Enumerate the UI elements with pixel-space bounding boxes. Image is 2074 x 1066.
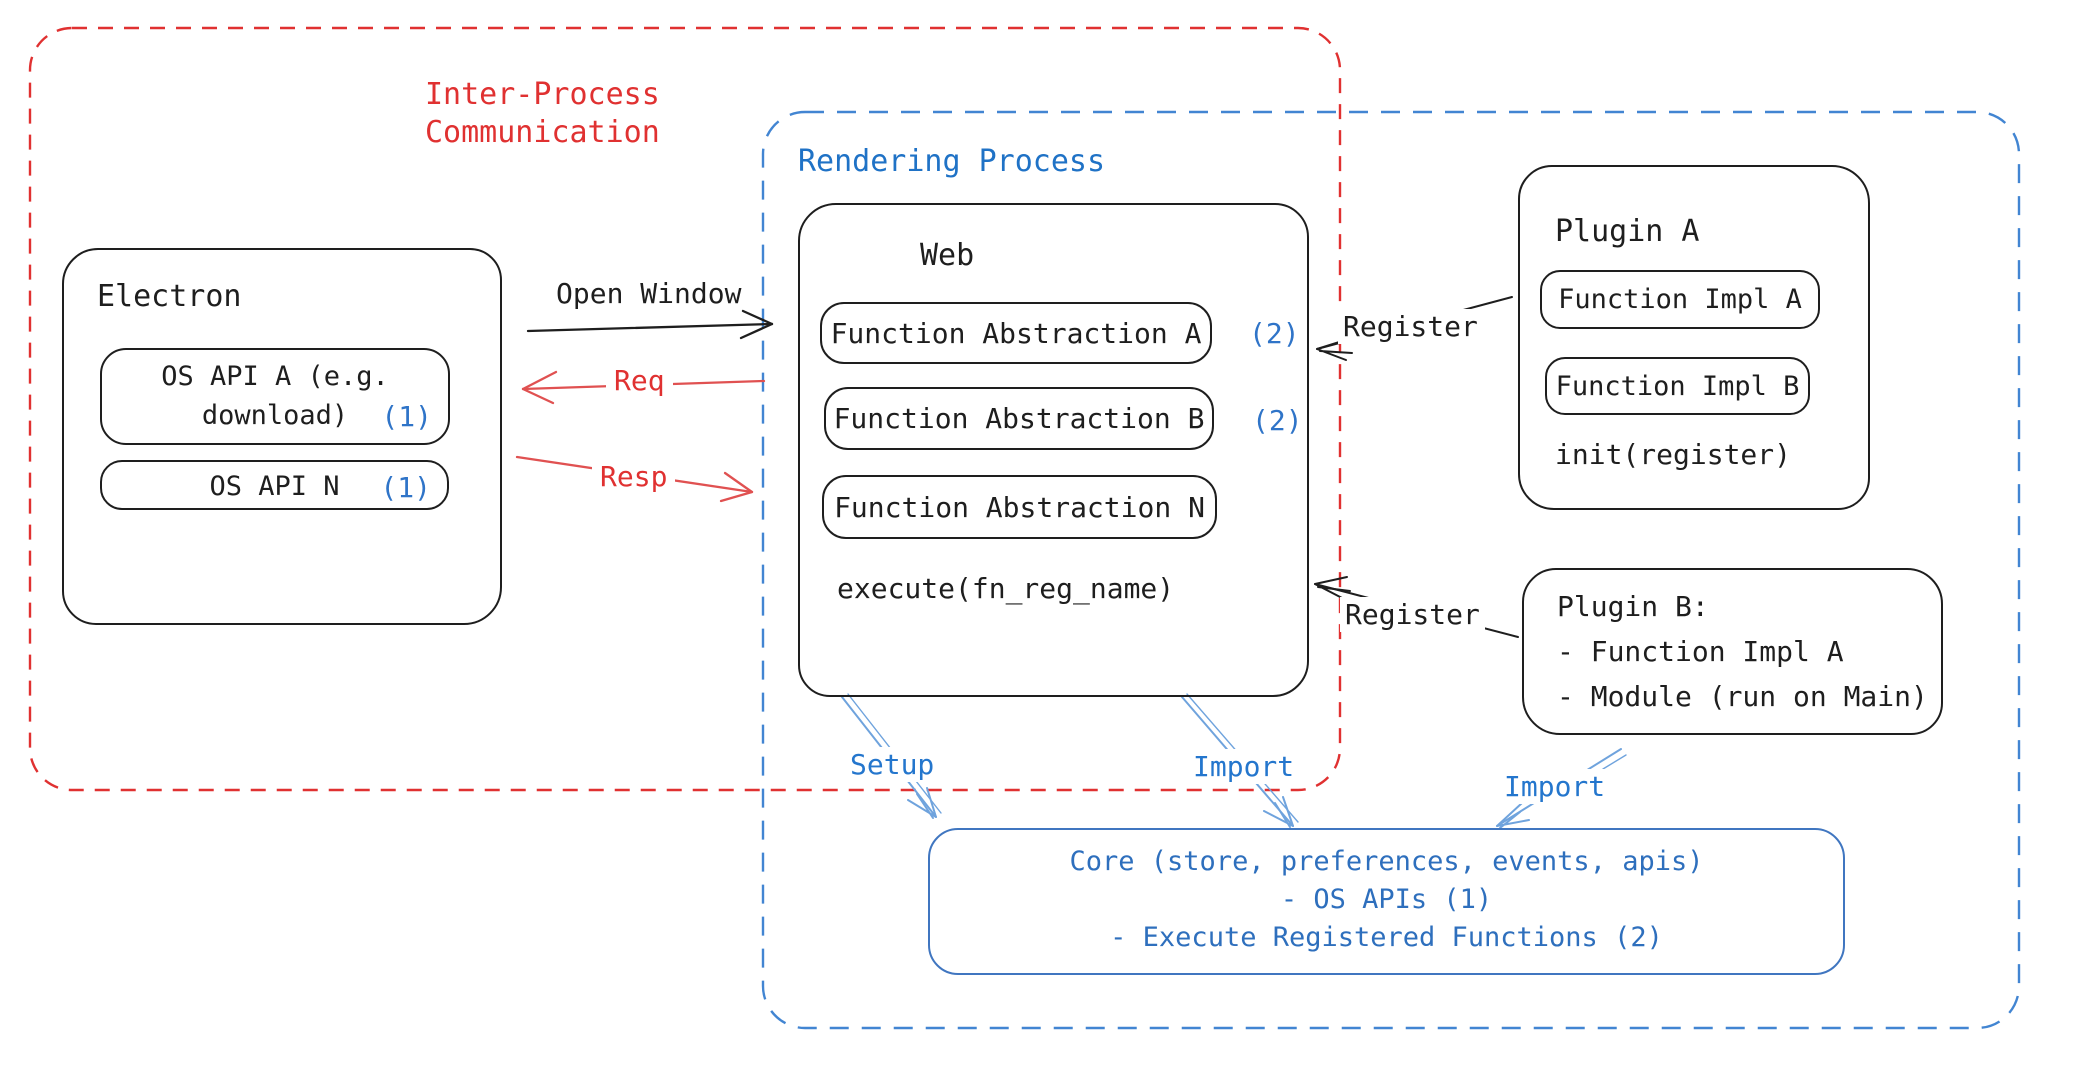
web-title: Web	[920, 238, 975, 273]
ipc-boundary	[28, 26, 1342, 792]
plugin-b-title: Plugin B:	[1557, 590, 1709, 623]
import-mid-label: Import	[1187, 749, 1301, 784]
function-impl-b-label: Function Impl B	[1555, 370, 1800, 402]
electron-box: Electron OS API A (e.g. download) (1) OS…	[62, 248, 502, 625]
import-right-label: Import	[1498, 769, 1612, 804]
function-abstraction-a-note: (2)	[1249, 317, 1300, 350]
web-box: Web Function Abstraction A (2) Function …	[798, 203, 1309, 697]
function-abstraction-a-box: Function Abstraction A	[820, 302, 1212, 364]
plugin-a-title: Plugin A	[1555, 214, 1700, 249]
plugin-b-item-1: - Function Impl A	[1557, 635, 1844, 668]
open-window-arrow	[526, 309, 774, 340]
function-abstraction-b-note: (2)	[1252, 404, 1303, 437]
ipc-label: Inter-Process Communication	[425, 77, 660, 150]
function-impl-a-box: Function Impl A	[1540, 270, 1820, 329]
os-api-n-label: OS API N	[209, 471, 340, 502]
os-api-a-box: OS API A (e.g. download) (1)	[100, 348, 450, 445]
plugin-b-box: Plugin B: - Function Impl A - Module (ru…	[1522, 568, 1943, 735]
function-abstraction-b-box: Function Abstraction B	[824, 387, 1214, 450]
resp-label: Resp	[592, 459, 676, 494]
function-abstraction-n-label: Function Abstraction N	[834, 490, 1205, 524]
os-api-a-note: (1)	[381, 400, 432, 433]
os-api-n-note: (1)	[380, 471, 431, 504]
register-bottom-label: Register	[1340, 597, 1485, 632]
req-label: Req	[606, 363, 673, 398]
setup-label: Setup	[844, 747, 941, 782]
register-top-label: Register	[1338, 309, 1483, 344]
electron-title: Electron	[97, 279, 242, 314]
function-impl-a-label: Function Impl A	[1558, 284, 1802, 315]
execute-label: execute(fn_reg_name)	[837, 572, 1175, 605]
rendering-label: Rendering Process	[798, 144, 1106, 179]
core-box: Core (store, preferences, events, apis) …	[928, 828, 1845, 975]
plugin-b-item-2: - Module (run on Main)	[1557, 680, 1928, 713]
plugin-a-box: Plugin A Function Impl A Function Impl B…	[1518, 165, 1870, 510]
core-line-3: - Execute Registered Functions (2)	[1110, 922, 1663, 953]
function-abstraction-a-label: Function Abstraction A	[830, 316, 1202, 350]
os-api-a-line1: OS API A (e.g.	[161, 361, 389, 392]
function-abstraction-n-box: Function Abstraction N	[822, 475, 1217, 539]
core-line-2: - OS APIs (1)	[1280, 884, 1493, 915]
os-api-a-line2: download)	[201, 400, 349, 431]
rendering-boundary	[761, 110, 2021, 1030]
function-impl-b-box: Function Impl B	[1545, 357, 1810, 415]
os-api-n-box: OS API N (1)	[100, 460, 449, 510]
core-line-1: Core (store, preferences, events, apis)	[1069, 846, 1704, 877]
init-register-label: init(register)	[1555, 438, 1792, 471]
function-abstraction-b-label: Function Abstraction B	[833, 402, 1205, 435]
open-window-label: Open Window	[556, 277, 742, 310]
